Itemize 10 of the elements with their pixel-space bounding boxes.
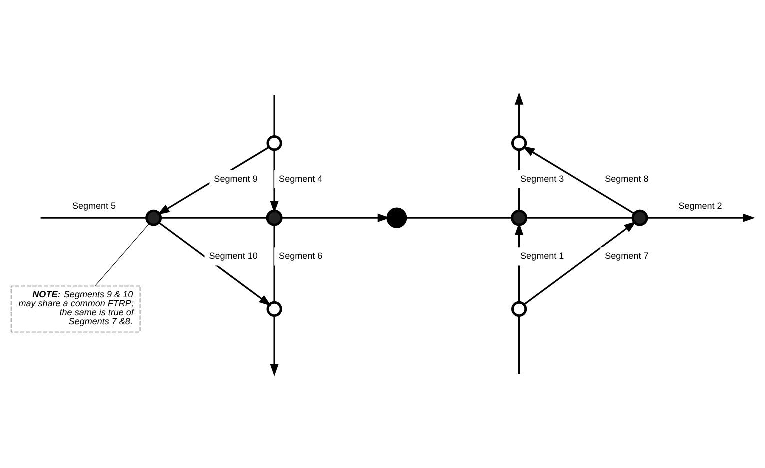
- edge-label: Segment 4: [279, 173, 323, 184]
- edge-label: Segment 8: [605, 173, 649, 184]
- edge-label: Segment 2: [678, 200, 722, 210]
- edge-label: Segment 9: [214, 173, 258, 184]
- edge-label: Segment 6: [279, 250, 323, 260]
- edge-label: Segment 1: [520, 250, 564, 260]
- edge-label: Segment 3: [520, 173, 564, 184]
- edge-label: Segment 7: [605, 250, 649, 260]
- edge-label: Segment 10: [209, 250, 258, 260]
- edge-label: Segment 5: [72, 200, 116, 210]
